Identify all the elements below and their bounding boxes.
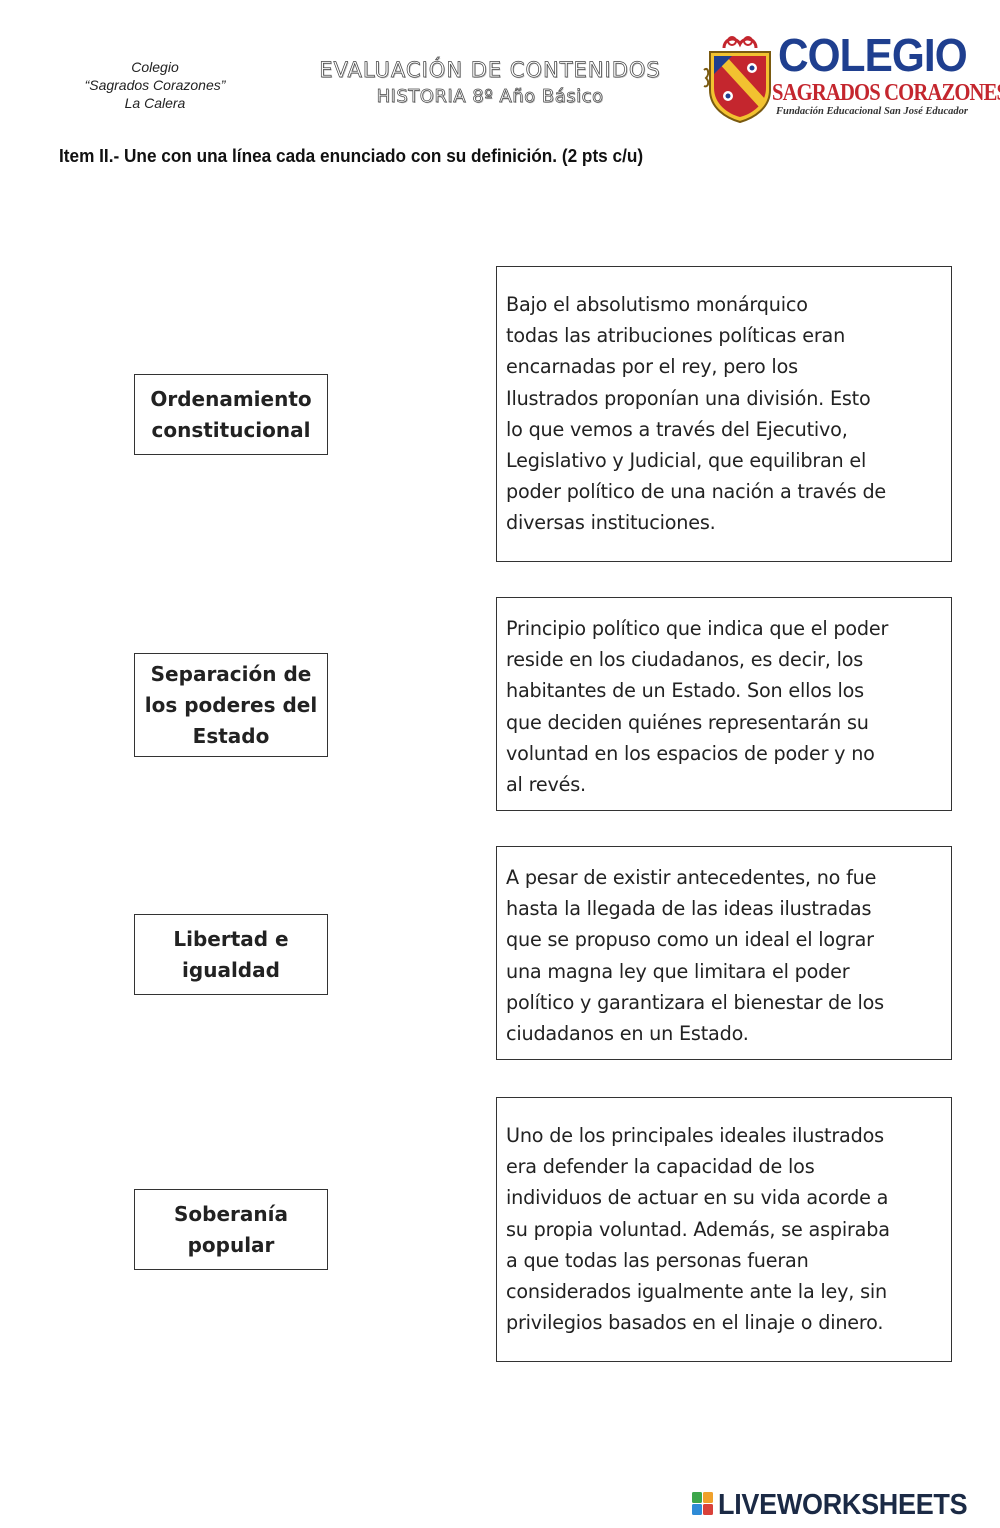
item-instruction: Item II.- Une con una línea cada enuncia… <box>59 145 644 166</box>
school-line: La Calera <box>124 95 186 111</box>
term-text: Libertad e igualdad <box>173 924 288 986</box>
definition-line: diversas instituciones. <box>506 511 716 535</box>
definition-line: A pesar de existir antecedentes, no fue <box>506 866 877 889</box>
definition-line: considerados igualmente ante la ley, sin <box>506 1280 887 1304</box>
definition-line: que deciden quiénes representarán su <box>506 710 869 734</box>
definition-line: político y garantizara el bienestar de l… <box>506 990 884 1014</box>
definition-line: su propia voluntad. Además, se aspiraba <box>506 1217 890 1241</box>
definition-line: poder político de una nación a través de <box>506 480 887 504</box>
school-line: Colegio <box>131 59 179 75</box>
definition-line: voluntad en los espacios de poder y no <box>506 741 875 765</box>
evaluation-title-line: EVALUACIÓN DE CONTENIDOS <box>319 58 661 83</box>
evaluation-subtitle-line: HISTORIA 8º Año Básico <box>376 86 604 108</box>
term-line: Libertad e <box>173 926 289 951</box>
term-line: Separación de <box>150 661 312 686</box>
term-text: Separación de los poderes del Estado <box>145 659 317 752</box>
liveworksheets-logo-icon <box>692 1492 713 1515</box>
term-text: Soberanía popular <box>174 1199 288 1261</box>
definition-line: Uno de los principales ideales ilustrado… <box>506 1124 884 1147</box>
definition-line: a que todas las personas fueran <box>506 1248 809 1272</box>
definition-box[interactable]: Uno de los principales ideales ilustrado… <box>496 1097 952 1362</box>
definition-line: todas las atribuciones políticas eran <box>506 324 846 348</box>
definition-line: Principio político que indica que el pod… <box>506 617 889 640</box>
definition-line: una magna ley que limitara el poder <box>506 959 850 983</box>
definition-line: ciudadanos en un Estado. <box>506 1022 749 1046</box>
term-box[interactable]: Separación de los poderes del Estado <box>134 653 328 757</box>
definition-line: privilegios basados en el linaje o diner… <box>506 1311 884 1335</box>
definition-line: reside en los ciudadanos, es decir, los <box>506 648 864 672</box>
school-name-block: Colegio “Sagrados Corazones” La Calera <box>70 58 240 112</box>
definition-line: lo que vemos a través del Ejecutivo, <box>506 417 848 441</box>
definition-box[interactable]: Principio político que indica que el pod… <box>496 597 952 811</box>
term-line: igualdad <box>182 957 280 982</box>
liveworksheets-wordmark: LIVEWORKSHEETS <box>718 1489 968 1521</box>
definition-line: hasta la llegada de las ideas ilustradas <box>506 897 872 921</box>
term-box[interactable]: Soberanía popular <box>134 1189 328 1270</box>
term-text: Ordenamiento constitucional <box>150 384 311 446</box>
term-line: popular <box>187 1232 275 1257</box>
definition-line: encarnadas por el rey, pero los <box>506 355 798 379</box>
definition-line: Legislativo y Judicial, que equilibran e… <box>506 449 867 473</box>
term-line: los poderes del <box>144 692 318 717</box>
school-crest-icon <box>703 36 771 124</box>
definition-line: que se propuso como un ideal el lograr <box>506 928 874 952</box>
school-logo: COLEGIO SAGRADOS CORAZONES Fundación Edu… <box>702 29 1000 125</box>
school-line: “Sagrados Corazones” <box>84 77 226 93</box>
liveworksheets-brand: LIVEWORKSHEETS <box>692 1486 992 1522</box>
term-line: Ordenamiento <box>150 386 312 411</box>
definition-line: al revés. <box>506 773 586 797</box>
logo-subtitle: SAGRADOS CORAZONES <box>772 80 1000 106</box>
term-box[interactable]: Libertad e igualdad <box>134 914 328 995</box>
term-box[interactable]: Ordenamiento constitucional <box>134 374 328 455</box>
term-line: constitucional <box>151 417 311 442</box>
definition-line: habitantes de un Estado. Son ellos los <box>506 679 864 703</box>
definition-line: Bajo el absolutismo monárquico <box>506 293 808 316</box>
logo-tagline: Fundación Educacional San José Educador <box>776 106 968 117</box>
definition-line: Ilustrados proponían una división. Esto <box>506 386 871 410</box>
definition-box[interactable]: Bajo el absolutismo monárquico todas las… <box>496 266 952 562</box>
definition-line: individuos de actuar en su vida acorde a <box>506 1186 889 1210</box>
term-line: Estado <box>192 723 270 748</box>
definition-box[interactable]: A pesar de existir antecedentes, no fue … <box>496 846 952 1060</box>
term-line: Soberanía <box>174 1201 288 1226</box>
definition-line: era defender la capacidad de los <box>506 1155 815 1179</box>
logo-title: COLEGIO <box>778 29 968 81</box>
evaluation-title: EVALUACIÓN DE CONTENIDOS HISTORIA 8º Año… <box>290 56 690 110</box>
